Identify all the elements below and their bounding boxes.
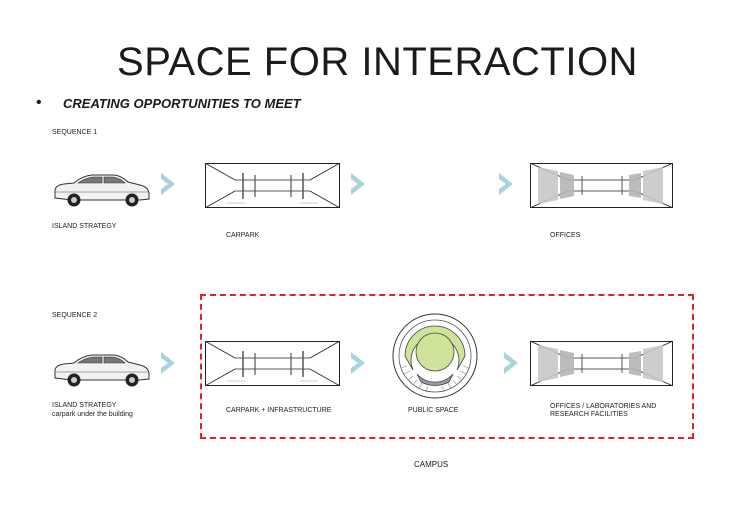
offices-laboratories-box <box>530 341 673 386</box>
carpark-label: CARPARK <box>226 232 260 239</box>
campus-dashed-outline <box>200 294 694 439</box>
research-facilities-label: RESEARCH FACILITIES <box>550 411 628 418</box>
carpark-infrastructure-box <box>205 341 340 386</box>
chevron-right-icon <box>351 352 365 374</box>
sequence-1-label: SEQUENCE 1 <box>52 129 98 136</box>
island-strategy-label: ISLAND STRATEGY <box>52 223 117 230</box>
offices-label: OFFICES <box>550 232 581 239</box>
island-strategy-label: ISLAND STRATEGY <box>52 402 117 409</box>
carpark-box <box>205 163 340 208</box>
carpark-infrastructure-label: CARPARK + INFRASTRUCTURE <box>226 407 332 414</box>
chevron-right-icon <box>499 173 513 195</box>
offices-box <box>530 163 673 208</box>
page-title: SPACE FOR INTERACTION <box>117 40 638 84</box>
carpark-under-building-label: carpark under the building <box>52 411 133 418</box>
sequence-2-label: SEQUENCE 2 <box>52 312 98 319</box>
car-icon <box>54 354 150 387</box>
public-space-circle <box>392 313 478 399</box>
chevron-right-icon <box>161 173 175 195</box>
car-icon <box>54 174 150 207</box>
chevron-right-icon <box>351 173 365 195</box>
bullet-marker: • <box>36 94 42 111</box>
campus-label: CAMPUS <box>414 460 449 469</box>
chevron-right-icon <box>161 352 175 374</box>
public-space-label: PUBLIC SPACE <box>408 407 459 414</box>
subtitle: CREATING OPPORTUNITIES TO MEET <box>63 96 301 111</box>
chevron-right-icon <box>504 352 518 374</box>
offices-laboratories-label: OFFICES / LABORATORIES AND <box>550 403 657 410</box>
